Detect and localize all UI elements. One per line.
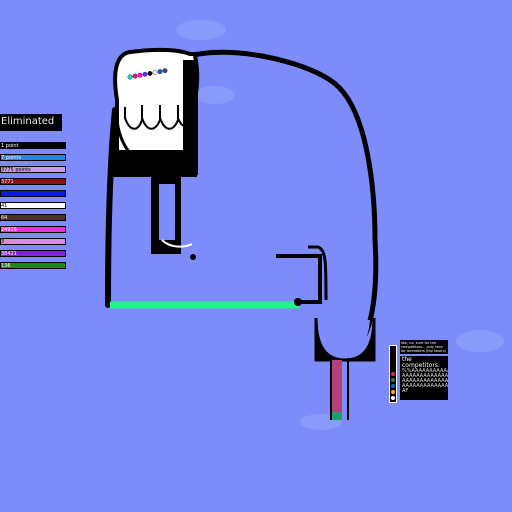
eliminated-bar: 41 xyxy=(0,202,66,209)
outer-track-wall xyxy=(187,49,379,338)
eliminated-bar: 3 xyxy=(0,238,66,245)
marble xyxy=(162,68,168,74)
competitor-board-title: the competitors: xyxy=(402,356,440,369)
competitor-row: AAAAAAAAAAAAA xyxy=(402,378,448,384)
competitor-row: AAAAAAAAAAAAA xyxy=(402,373,448,379)
eliminated-bar: 64 xyxy=(0,214,66,221)
eliminated-bar: 1 point xyxy=(0,142,66,149)
funnel-liquid xyxy=(332,360,342,412)
cloud xyxy=(195,86,235,104)
eliminated-bar: 24915 xyxy=(0,226,66,233)
marble xyxy=(152,70,158,75)
cloud xyxy=(456,330,504,352)
eliminated-bar: 38421 xyxy=(0,250,66,257)
collector-bowl xyxy=(314,317,376,362)
hopper-label: marble race xyxy=(151,139,169,143)
eliminated-bar: 3775 points xyxy=(0,166,66,173)
cloud xyxy=(176,20,226,40)
marble xyxy=(157,69,163,75)
funnel-base xyxy=(332,412,342,420)
marble xyxy=(127,74,133,80)
competitor-color-column xyxy=(389,345,397,403)
gate xyxy=(276,254,322,304)
competitor-dot xyxy=(391,378,395,382)
eliminated-bar xyxy=(0,190,66,197)
competitor-row: %%AAAAAAAAAAA xyxy=(402,368,448,374)
hopper-pins xyxy=(124,105,189,130)
left-wall xyxy=(105,107,118,308)
competitor-dot xyxy=(391,384,395,388)
marble xyxy=(147,71,153,76)
eliminated-bar: 136 xyxy=(0,262,66,269)
eliminated-title: Eliminated xyxy=(0,114,62,131)
marble xyxy=(142,71,148,77)
competitor-dot xyxy=(391,372,395,376)
marble-group xyxy=(127,68,168,80)
competitor-row: AAAAAAAAAAAAA xyxy=(402,383,448,389)
eliminated-bar: 7 points xyxy=(0,154,66,161)
competitor-dot xyxy=(391,396,395,400)
competitor-dot xyxy=(391,390,395,394)
marble xyxy=(137,72,143,78)
eliminated-bar: 3771 xyxy=(0,178,66,185)
marble xyxy=(132,73,138,79)
competitor-row: AF xyxy=(402,388,409,394)
competitor-note: like, no, sure for the competitors... on… xyxy=(400,340,448,354)
